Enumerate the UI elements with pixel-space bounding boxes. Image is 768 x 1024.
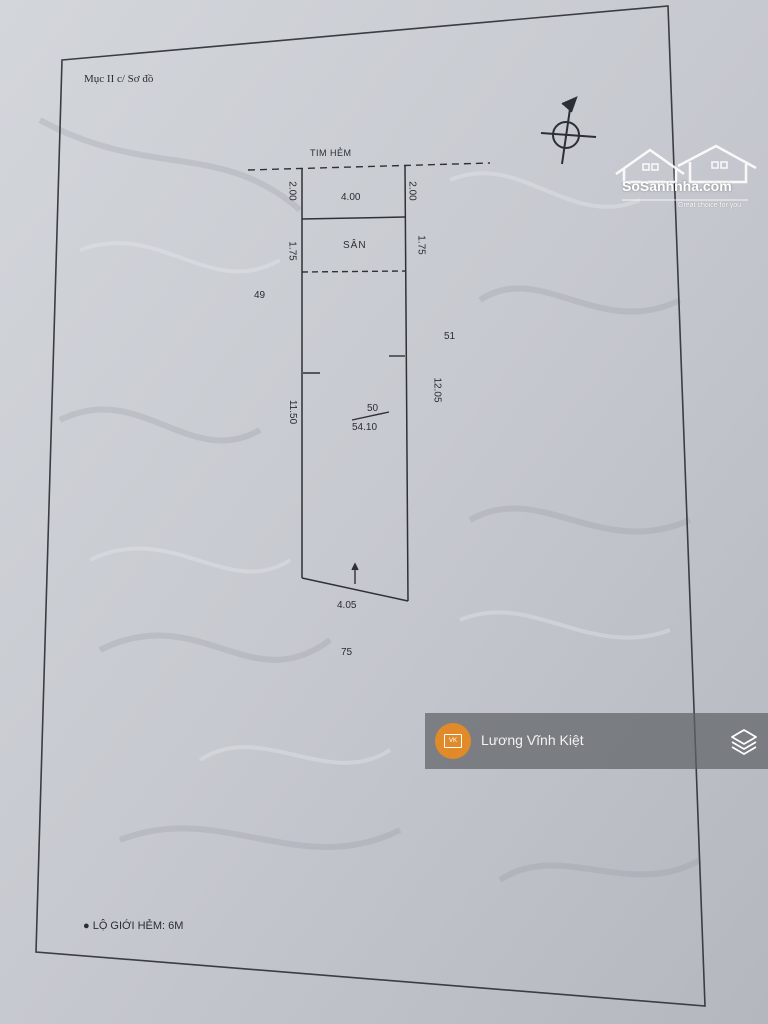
right-depth-dimension: 12.05 xyxy=(431,377,443,403)
yard-line xyxy=(301,270,407,273)
road-setback-note-text: LỘ GIỚI HẺM: 6M xyxy=(92,920,184,932)
road-centerline xyxy=(247,162,491,171)
author-bar[interactable]: VK Lương Vĩnh Kiệt xyxy=(425,713,768,769)
right-yard-dimension: 1.75 xyxy=(415,235,427,255)
left-depth-dimension: 11.50 xyxy=(287,399,299,425)
lot-number: 50 xyxy=(367,403,379,414)
watermark-house-icon xyxy=(615,144,757,184)
watermark-logo: SoSanhnha.com Great choice for you xyxy=(612,140,752,212)
road-setback-note: ● LỘ GIỚI HẺM: 6M xyxy=(83,920,184,932)
right-neighbor-lot-number: 51 xyxy=(444,331,456,342)
lot-boundary xyxy=(301,165,409,602)
stack-layers-icon[interactable] xyxy=(729,726,759,756)
left-setback-dimension: 2.00 xyxy=(286,181,298,201)
top-width-dimension: 4.00 xyxy=(341,192,361,203)
right-setback-dimension: 2.00 xyxy=(406,181,418,201)
dimension-ticks xyxy=(303,355,405,584)
watermark-brand: SoSanhnha.com xyxy=(622,178,732,194)
left-neighbor-lot-number: 49 xyxy=(254,290,266,301)
rear-neighbor-lot-number: 75 xyxy=(341,647,353,658)
section-title: Mục II c/ Sơ đồ xyxy=(84,73,154,85)
avatar-initials: VK xyxy=(444,734,462,748)
frame-border xyxy=(35,5,706,1007)
bottom-width-dimension: 4.05 xyxy=(337,600,357,611)
author-name[interactable]: Lương Vĩnh Kiệt xyxy=(481,732,584,748)
avatar[interactable]: VK xyxy=(435,723,471,759)
left-yard-dimension: 1.75 xyxy=(286,241,298,261)
lot-area: 54.10 xyxy=(352,422,378,433)
road-center-label: TIM HẺM xyxy=(310,148,352,158)
yard-label: SÂN xyxy=(343,240,367,251)
watermark-tagline: Great choice for you xyxy=(678,202,742,209)
north-arrow-icon xyxy=(540,96,597,165)
